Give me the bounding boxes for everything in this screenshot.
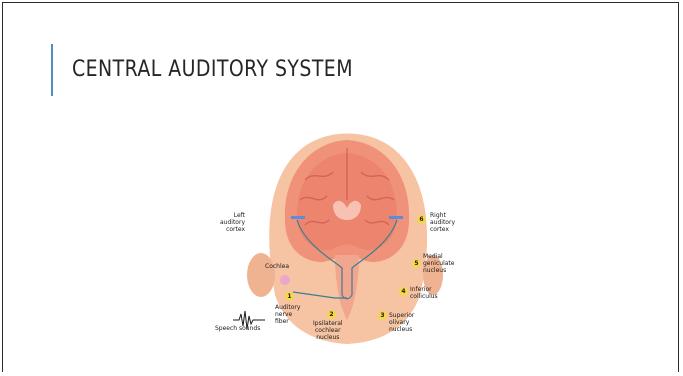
speech-sounds-label: Speech sounds [215,325,260,332]
right-auditory-cortex-label: Right auditory cortex [430,212,455,233]
auditory-nerve-fiber-label: Auditory nerve fiber [275,304,300,325]
left-auditory-cortex-label: Left auditory cortex [220,212,245,233]
slide-title: CENTRAL AUDITORY SYSTEM [72,57,353,82]
marker-6: 6 [417,215,426,224]
marker-5: 5 [412,259,421,268]
marker-3: 3 [378,311,387,320]
title-accent-bar [51,44,53,96]
marker-2: 2 [327,310,336,319]
medial-geniculate-nucleus-label: Medial geniculate nucleus [423,253,454,274]
brain-illustration [205,120,485,350]
ipsilateral-cochlear-nucleus-label: Ipsilateral cochlear nucleus [313,320,343,341]
auditory-pathway-figure: Left auditory cortex 6 Right auditory co… [205,120,485,350]
marker-1: 1 [285,292,294,301]
inferior-colliculus-label: Inferior colliculus [410,286,438,300]
cochlea-label: Cochlea [265,263,289,270]
superior-olivary-nucleus-label: Superior olivary nucleus [389,312,414,333]
marker-4: 4 [399,287,408,296]
